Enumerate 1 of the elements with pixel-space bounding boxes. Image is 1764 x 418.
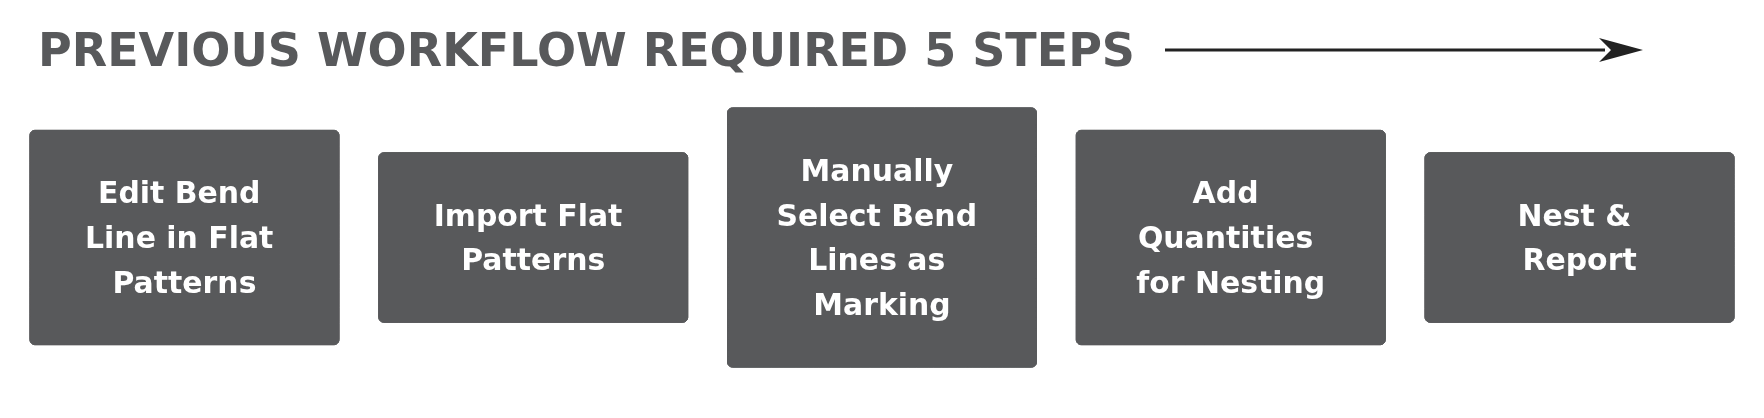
title: PREVIOUS WORKFLOW REQUIRED 5 STEPS	[38, 23, 1135, 77]
